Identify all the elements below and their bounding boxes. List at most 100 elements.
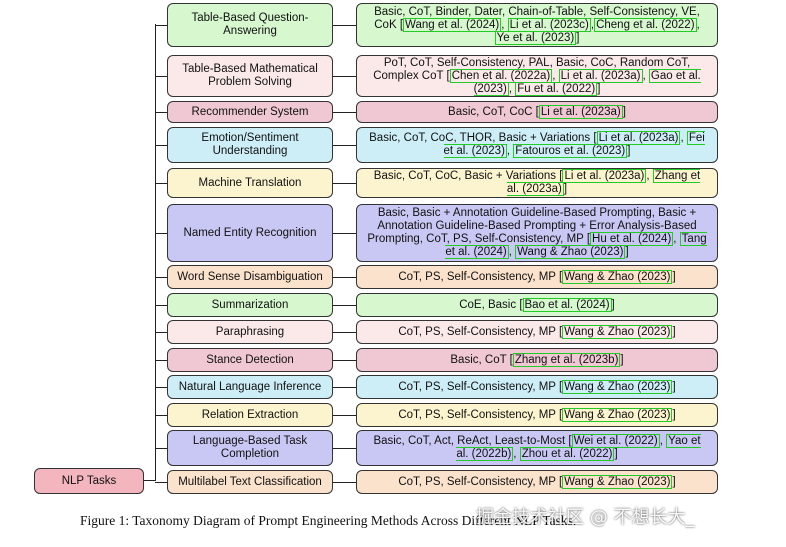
citation-link[interactable]: Gao et al. (2023) bbox=[473, 68, 701, 96]
methods-node: CoT, PS, Self-Consistency, MP [Wang & Zh… bbox=[356, 403, 718, 427]
methods-label: Basic, CoT bbox=[450, 353, 510, 366]
methods-label: , bbox=[659, 435, 667, 447]
citation-link[interactable]: Li et al. (2023a) bbox=[596, 131, 681, 145]
root-node: NLP Tasks bbox=[34, 468, 144, 494]
citation-link[interactable]: Wang & Zhao (2023) bbox=[562, 379, 673, 394]
methods-node: CoT, PS, Self-Consistency, MP [Wang & Zh… bbox=[356, 375, 718, 399]
watermark-text: 掘金技术社区 @ 不想长大_ bbox=[476, 507, 695, 528]
leaf-line bbox=[333, 360, 356, 361]
citation-link[interactable]: Zhang et al. (2023a) bbox=[506, 169, 701, 196]
citation-link[interactable]: Tang et al. (2024) bbox=[445, 232, 707, 259]
methods-text: Basic, Basic + Annotation Guideline-Base… bbox=[367, 207, 707, 259]
methods-text: CoT, PS, Self-Consistency, MP [Wang & Zh… bbox=[398, 269, 676, 284]
methods-label: Basic, CoT, CoC, Basic + Variations bbox=[373, 170, 560, 182]
methods-label: , bbox=[646, 170, 653, 182]
category-node: Machine Translation bbox=[167, 168, 333, 198]
methods-text: CoT, PS, Self-Consistency, MP [Wang & Zh… bbox=[398, 474, 676, 489]
branch-line bbox=[155, 277, 167, 278]
category-node: Table-Based Question-Answering bbox=[167, 3, 333, 47]
branch-line bbox=[155, 233, 167, 234]
methods-node: Basic, Basic + Annotation Guideline-Base… bbox=[356, 204, 718, 262]
methods-node: CoE, Basic [Bao et al. (2024)] bbox=[356, 293, 718, 317]
category-label: Language-Based Task Completion bbox=[192, 435, 308, 460]
category-node: Relation Extraction bbox=[167, 403, 333, 427]
category-label: Relation Extraction bbox=[201, 408, 299, 421]
category-node: Named Entity Recognition bbox=[167, 204, 333, 262]
category-label: Summarization bbox=[211, 298, 289, 311]
methods-text: Basic, CoT, CoC [Li et al. (2023a)] bbox=[448, 104, 626, 119]
citation-link[interactable]: Fei et al. (2023) bbox=[443, 131, 705, 158]
branch-line bbox=[155, 183, 167, 184]
citation-link[interactable]: Wei et al. (2022) bbox=[571, 434, 660, 448]
category-label: Machine Translation bbox=[198, 176, 302, 189]
methods-label: Basic, Basic + Annotation Guideline-Base… bbox=[367, 207, 697, 245]
methods-node: CoT, PS, Self-Consistency, MP [Wang & Zh… bbox=[356, 265, 718, 289]
branch-line bbox=[155, 112, 167, 113]
methods-node: Basic, CoT [Zhang et al. (2023b)] bbox=[356, 348, 718, 372]
citation-link[interactable]: Li et al. (2023a) bbox=[538, 104, 623, 119]
methods-label: CoT, PS, Self-Consistency, MP bbox=[398, 325, 559, 338]
methods-label: , bbox=[590, 18, 595, 31]
methods-label: CoT, PS, Self-Consistency, MP bbox=[398, 408, 559, 421]
methods-label: , bbox=[642, 69, 649, 82]
category-label: Emotion/Sentiment Understanding bbox=[201, 132, 299, 157]
category-label: Multilabel Text Classification bbox=[178, 475, 322, 488]
category-label: Stance Detection bbox=[206, 353, 294, 366]
citation-link[interactable]: Fu et al. (2022) bbox=[515, 81, 598, 96]
citation-link[interactable]: Yao et al. (2022b) bbox=[456, 434, 701, 461]
category-node: Emotion/Sentiment Understanding bbox=[167, 127, 333, 163]
citation-link[interactable]: Zhou et al. (2022) bbox=[519, 447, 615, 461]
methods-label: , bbox=[508, 246, 516, 258]
category-node: Stance Detection bbox=[167, 348, 333, 372]
citation-link[interactable]: Zhang et al. (2023b) bbox=[512, 352, 621, 367]
branch-line bbox=[155, 415, 167, 416]
leaf-line bbox=[333, 183, 356, 184]
methods-text: CoT, PS, Self-Consistency, MP [Wang & Zh… bbox=[398, 324, 676, 339]
leaf-line bbox=[333, 25, 356, 26]
methods-label: , bbox=[673, 233, 680, 245]
citation-link[interactable]: Hu et al. (2024) bbox=[590, 232, 674, 246]
citation-link[interactable]: Wang et al. (2024) bbox=[403, 17, 502, 32]
methods-label: , bbox=[506, 145, 514, 157]
methods-node: PoT, CoT, Self-Consistency, PAL, Basic, … bbox=[356, 55, 718, 97]
methods-text: CoE, Basic [Bao et al. (2024)] bbox=[459, 297, 615, 312]
category-label: Recommender System bbox=[191, 105, 309, 118]
methods-label: Basic, CoT, CoC bbox=[448, 105, 536, 118]
methods-node: Basic, CoT, Binder, Dater, Chain-of-Tabl… bbox=[356, 3, 718, 47]
methods-text: PoT, CoT, Self-Consistency, PAL, Basic, … bbox=[373, 56, 701, 96]
citation-link[interactable]: Wang & Zhao (2023) bbox=[562, 324, 673, 339]
leaf-line bbox=[333, 387, 356, 388]
category-node: Table-Based Mathematical Problem Solving bbox=[167, 55, 333, 97]
methods-label: Basic, CoT, Act, ReAct, Least-to-Most bbox=[373, 435, 569, 447]
citation-link[interactable]: Chen et al. (2022a) bbox=[449, 68, 553, 83]
category-node: Word Sense Disambiguation bbox=[167, 265, 333, 289]
category-node: Language-Based Task Completion bbox=[167, 430, 333, 466]
figure-caption: Figure 1: Taxonomy Diagram of Prompt Eng… bbox=[80, 513, 577, 528]
category-label: Word Sense Disambiguation bbox=[177, 270, 323, 283]
methods-text: Basic, CoT, CoC, THOR, Basic + Variation… bbox=[369, 131, 705, 158]
leaf-line bbox=[333, 482, 356, 483]
citation-link[interactable]: Wang & Zhao (2023) bbox=[515, 245, 626, 259]
citation-link[interactable]: Cheng et al. (2022) bbox=[594, 17, 697, 32]
category-label: Table-Based Question-Answering bbox=[191, 12, 309, 37]
citation-link[interactable]: Li et al. (2023c) bbox=[507, 17, 591, 32]
category-label: Table-Based Mathematical Problem Solving bbox=[182, 63, 318, 88]
citation-link[interactable]: Ye et al. (2023) bbox=[494, 30, 577, 45]
methods-label: PoT, CoT, Self-Consistency, PAL, Basic, … bbox=[373, 56, 691, 82]
methods-label: , bbox=[552, 69, 559, 82]
leaf-line bbox=[333, 145, 356, 146]
methods-label: , bbox=[680, 132, 687, 144]
leaf-line bbox=[333, 277, 356, 278]
methods-label: , bbox=[513, 448, 520, 460]
citation-link[interactable]: Bao et al. (2024) bbox=[522, 297, 612, 312]
methods-label: , bbox=[508, 82, 516, 95]
methods-label: Basic, CoT, CoC, THOR, Basic + Variation… bbox=[369, 132, 594, 144]
citation-link[interactable]: Fatouros et al. (2023) bbox=[513, 144, 628, 158]
citation-link[interactable]: Li et al. (2023a) bbox=[558, 68, 643, 83]
citation-link[interactable]: Wang & Zhao (2023) bbox=[562, 474, 673, 489]
citation-link[interactable]: Li et al. (2023a) bbox=[562, 169, 647, 183]
methods-label: Basic, CoT, Binder, Dater, Chain-of-Tabl… bbox=[374, 5, 700, 31]
citation-link[interactable]: Wang & Zhao (2023) bbox=[562, 407, 673, 422]
citation-link[interactable]: Wang & Zhao (2023) bbox=[562, 269, 673, 284]
category-node: Recommender System bbox=[167, 101, 333, 123]
